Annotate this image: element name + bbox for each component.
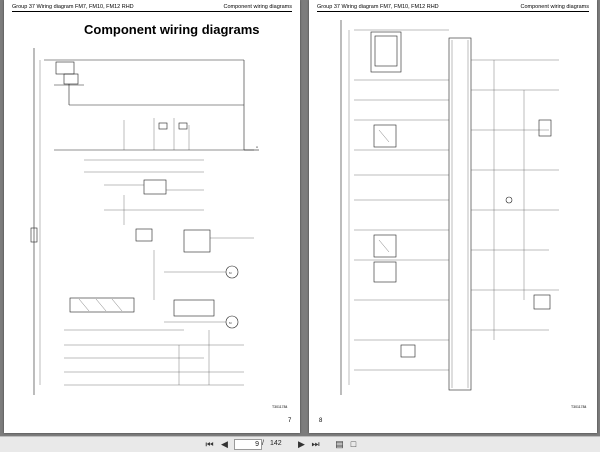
figure-id: T3011784	[571, 405, 587, 409]
fit-page-icon[interactable]: ▤	[335, 439, 344, 449]
page-number: 7	[288, 418, 292, 424]
svg-text:M: M	[229, 321, 232, 325]
page-title: Component wiring diagrams	[84, 22, 260, 37]
page-number: 8	[319, 418, 323, 424]
document-page-right: Group 37 Wiring diagram FM7, FM10, FM12 …	[309, 0, 597, 433]
page-header-right: Component wiring diagrams	[520, 4, 589, 10]
figure-id: T3011784	[272, 405, 288, 409]
viewer-toolbar: ⏮ ◀ / 142 ▶ ⏭ ▤ □	[0, 436, 600, 452]
first-page-icon[interactable]: ⏮	[205, 439, 214, 449]
page-separator: /	[262, 440, 264, 447]
document-page-left: Group 37 Wiring diagram FM7, FM10, FM12 …	[4, 0, 300, 433]
page-header-left: Group 37 Wiring diagram FM7, FM10, FM12 …	[317, 4, 439, 10]
next-page-icon[interactable]: ▶	[298, 439, 305, 449]
previous-page-icon[interactable]: ◀	[221, 439, 228, 449]
svg-text:A: A	[256, 145, 258, 149]
page-header-left: Group 37 Wiring diagram FM7, FM10, FM12 …	[12, 4, 134, 10]
last-page-icon[interactable]: ⏭	[311, 439, 320, 449]
page-number-input[interactable]	[234, 439, 262, 450]
page-header-right: Component wiring diagrams	[223, 4, 292, 10]
header-rule	[12, 11, 292, 12]
svg-text:M: M	[229, 271, 232, 275]
header-rule	[317, 11, 589, 12]
single-page-icon[interactable]: □	[350, 439, 357, 449]
total-pages: 142	[270, 440, 282, 447]
wiring-diagram-right	[340, 20, 559, 395]
wiring-diagram-left: A M M	[30, 48, 259, 395]
